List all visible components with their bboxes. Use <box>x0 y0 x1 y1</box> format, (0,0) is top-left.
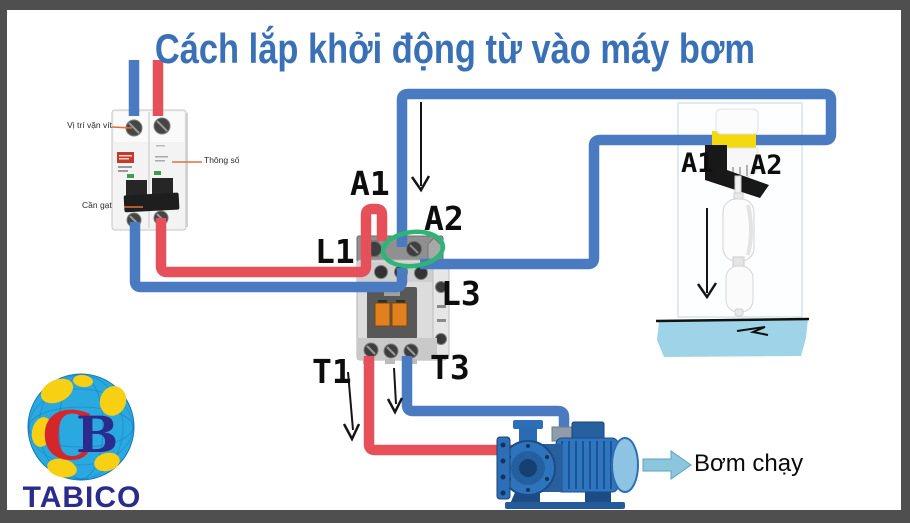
logo-company-name: TABICO <box>22 481 142 514</box>
mcb-breaker <box>111 109 202 231</box>
float-lower <box>725 265 754 313</box>
water-surface <box>655 317 810 357</box>
pump-run-caption: Bơm chạy <box>694 450 804 477</box>
float-switch-yellow-band <box>712 131 756 148</box>
water-pump <box>496 420 639 509</box>
breaker-label-screw-position: Vị trí vặn vít <box>67 120 112 130</box>
down-arrow-t1 <box>347 371 354 431</box>
wire-t3-to-pump <box>401 356 570 435</box>
a2-highlight-ellipse <box>380 229 446 269</box>
contactor-coil-pad <box>374 302 391 327</box>
pump-run-arrow-icon <box>642 450 692 480</box>
float-label-a1: A1 <box>681 148 714 179</box>
pump-motor <box>555 437 619 493</box>
water-ripple <box>736 326 769 336</box>
float-label-a2: A2 <box>750 150 783 181</box>
page-title: Cách lắp khởi động từ vào máy bơm <box>154 25 756 72</box>
float-switch-device <box>705 108 769 317</box>
logo-monogram-c: C <box>42 397 95 475</box>
float-switch-cap <box>715 108 759 135</box>
contactor-label-a1: A1 <box>350 164 390 203</box>
logo-monogram-b: B <box>76 405 118 464</box>
pump-inlet-flange <box>513 420 543 429</box>
contactor-l1-screw <box>374 265 388 279</box>
wire-t1-to-pump <box>363 356 529 456</box>
mcb-status-dot <box>154 171 161 175</box>
contactor-label-l3: L3 <box>441 274 481 313</box>
wire-live-breaker-to-l1-a1 <box>155 203 388 278</box>
wire-coil-through-float-switch <box>396 88 837 270</box>
down-arrow-t2 <box>393 367 397 405</box>
wire-neutral-breaker-to-contactor <box>129 222 408 293</box>
pump-end-cap <box>611 437 639 493</box>
contactor-label-a2: A2 <box>424 199 464 238</box>
pump-base <box>505 502 625 509</box>
pump-suction-flange <box>496 436 511 500</box>
contactor-device <box>356 235 450 364</box>
leader-line-screw <box>111 126 133 129</box>
flow-arrows <box>342 102 718 442</box>
mcb-status-dot <box>127 174 134 178</box>
mcb-brand-patch <box>117 152 134 163</box>
wires <box>128 60 837 456</box>
contactor-label-l1: L1 <box>315 232 355 271</box>
contactor-coil-pad <box>391 302 408 327</box>
mcb-toggle-lever <box>123 192 180 213</box>
logo-globe: C B <box>27 373 135 481</box>
contactor-label-t1: T1 <box>312 352 352 391</box>
float-switch-bracket <box>705 145 769 198</box>
breaker-label-lever: Cần gạt <box>82 200 112 210</box>
water-line <box>655 317 810 323</box>
contactor-label-t3: T3 <box>430 348 470 387</box>
breaker-label-specs: Thông số <box>204 155 240 165</box>
